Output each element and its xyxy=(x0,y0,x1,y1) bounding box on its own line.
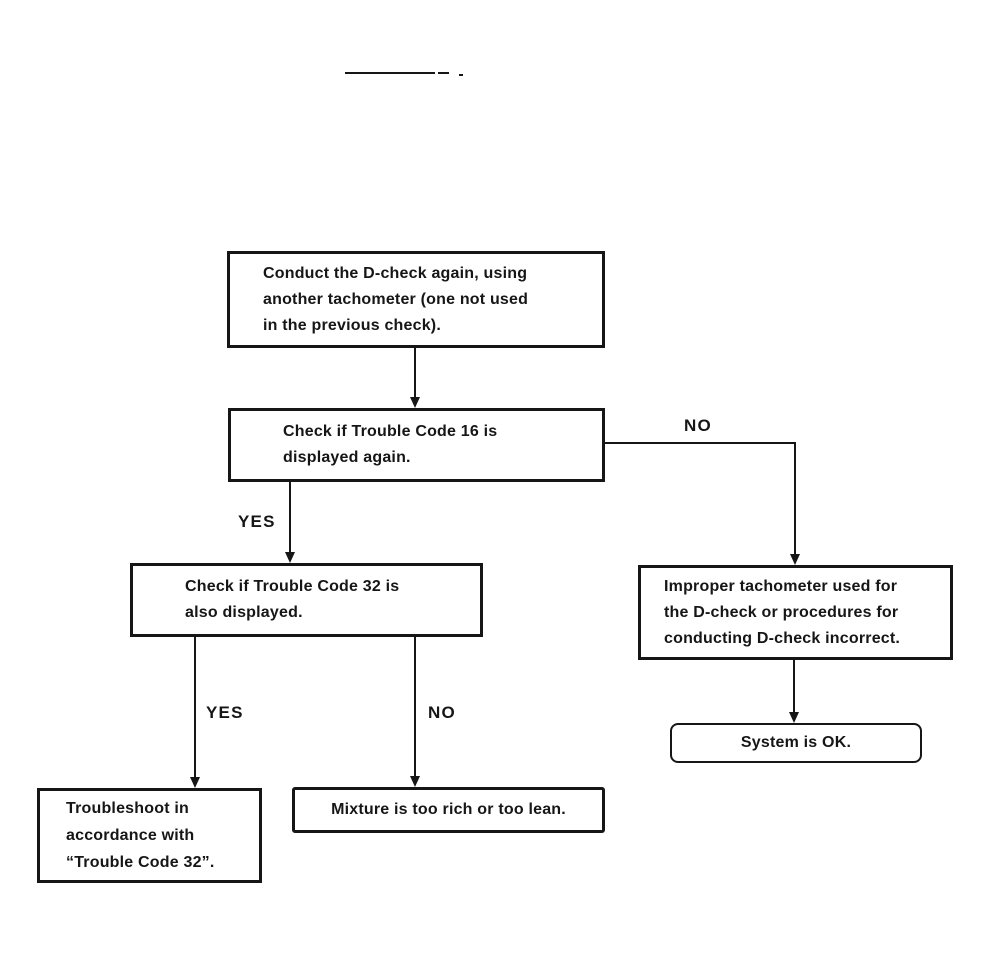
node-text-line: conducting D-check incorrect. xyxy=(664,629,901,647)
arrowhead-down-icon xyxy=(790,554,800,565)
connector-check16-no-vertical xyxy=(794,442,796,555)
arrowhead-down-icon xyxy=(789,712,799,723)
title-underline-dash xyxy=(438,72,449,74)
node-mixture-rich-lean: Mixture is too rich or too lean. xyxy=(292,787,605,833)
branch-label-no-check32: NO xyxy=(428,703,456,722)
branch-label-yes-check32: YES xyxy=(206,703,244,722)
connector-check16-yes-vertical xyxy=(289,482,291,554)
connector-check16-no-horizontal xyxy=(605,442,796,444)
node-conduct-dcheck: Conduct the D-check again, using another… xyxy=(227,251,605,348)
node-text-line: another tachometer (one not used xyxy=(263,290,529,308)
node-text-line: accordance with xyxy=(66,827,195,844)
node-text-line: in the previous check). xyxy=(263,316,441,334)
arrowhead-down-icon xyxy=(410,776,420,787)
node-text-line: the D-check or procedures for xyxy=(664,603,899,621)
node-text-line: also displayed. xyxy=(185,604,303,621)
connector-improper-to-systemok xyxy=(793,660,795,713)
node-text-line: Mixture is too rich or too lean. xyxy=(331,801,566,818)
node-improper-tachometer: Improper tachometer used for the D-check… xyxy=(638,565,953,660)
connector-check32-yes-vertical xyxy=(194,637,196,778)
node-troubleshoot-code32: Troubleshoot in accordance with “Trouble… xyxy=(37,788,262,883)
node-check-code32: Check if Trouble Code 32 is also display… xyxy=(130,563,483,637)
node-text-line: Improper tachometer used for xyxy=(664,577,898,595)
node-text-line: Check if Trouble Code 16 is xyxy=(283,423,498,440)
connector-conduct-to-check16 xyxy=(414,348,416,398)
branch-label-yes-check16: YES xyxy=(238,512,276,531)
node-system-ok: System is OK. xyxy=(670,723,922,763)
arrowhead-down-icon xyxy=(410,397,420,408)
node-text-line: Check if Trouble Code 32 is xyxy=(185,578,400,595)
title-underline-segment xyxy=(345,72,435,74)
node-text-line: “Trouble Code 32”. xyxy=(66,854,215,871)
node-text-line: System is OK. xyxy=(740,734,852,751)
connector-check32-no-vertical xyxy=(414,637,416,777)
title-underline-dot xyxy=(459,74,463,76)
node-check-code16: Check if Trouble Code 16 is displayed ag… xyxy=(228,408,605,482)
arrowhead-down-icon xyxy=(285,552,295,563)
node-text-line: Conduct the D-check again, using xyxy=(263,264,528,282)
arrowhead-down-icon xyxy=(190,777,200,788)
node-text-line: displayed again. xyxy=(283,449,411,466)
branch-label-no-check16: NO xyxy=(684,416,712,435)
node-text-line: Troubleshoot in xyxy=(66,800,189,817)
